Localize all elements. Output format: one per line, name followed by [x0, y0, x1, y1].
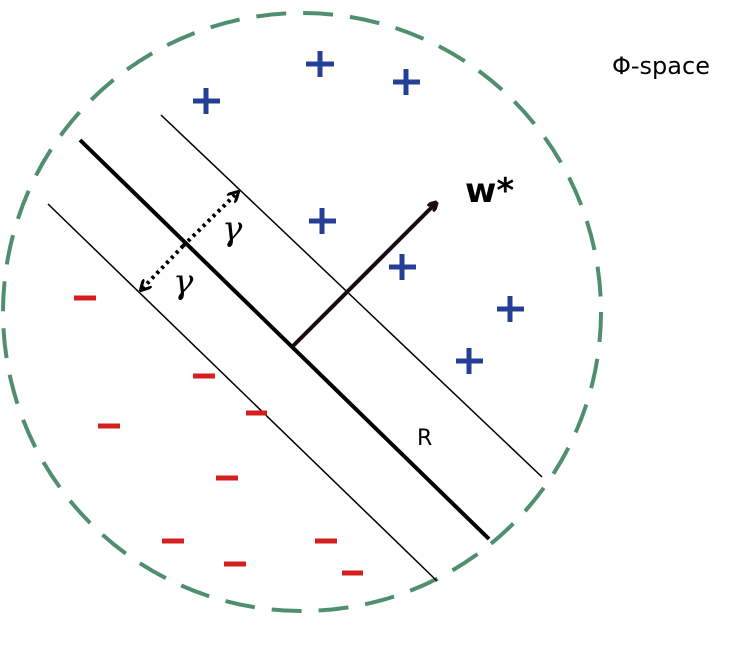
positive-point [309, 208, 336, 234]
positive-point [389, 254, 416, 280]
positive-point [393, 69, 420, 95]
upper-margin-line [160, 114, 543, 478]
negative-points [74, 295, 363, 576]
weight-vector-arrow [291, 203, 436, 348]
positive-point [497, 296, 524, 322]
margin-label-lower: γ [173, 262, 194, 302]
decision-boundary-line [78, 138, 491, 541]
lower-margin-line [47, 203, 438, 582]
positive-points [193, 51, 524, 374]
weight-vector-label: w* [465, 171, 514, 211]
positive-point [193, 88, 220, 114]
radius-label: R [417, 426, 432, 451]
space-label: Φ-space [612, 52, 710, 80]
positive-point [456, 348, 483, 374]
margin-label-upper: γ [222, 209, 243, 249]
margin-arrow-lower [141, 244, 185, 290]
positive-point [306, 51, 334, 77]
margin-arrow-upper [181, 192, 238, 248]
data-radius-circle [1, 11, 603, 613]
